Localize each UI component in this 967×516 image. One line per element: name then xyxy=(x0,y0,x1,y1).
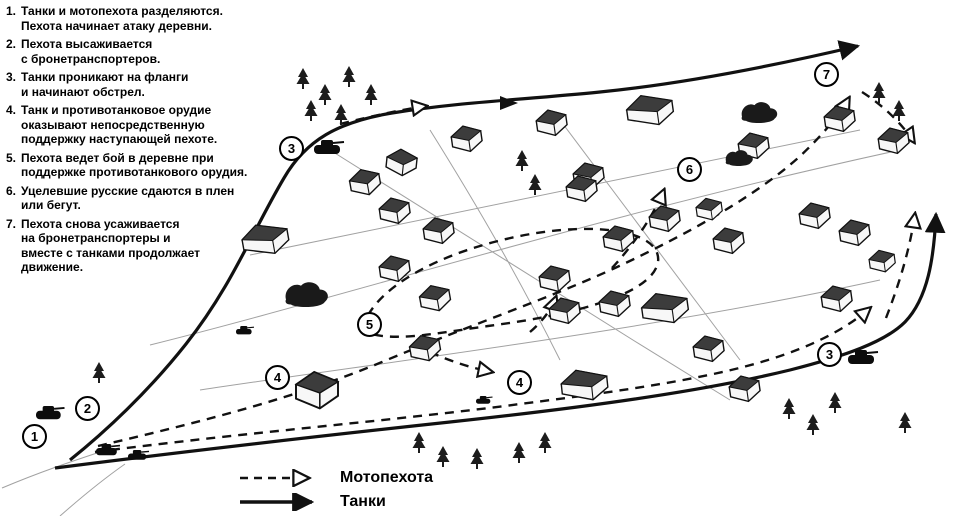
instruction-text: Танки проникают на фланги и начинают обс… xyxy=(21,70,189,99)
phase-marker-7: 7 xyxy=(814,62,839,87)
church-icon xyxy=(295,371,339,410)
house-icon xyxy=(797,200,833,232)
smoke-icon xyxy=(285,282,328,308)
instruction-item: 1. Танки и мотопехота разделяются. Пехота… xyxy=(6,4,256,33)
pine-tree-icon xyxy=(412,432,426,453)
pine-tree-icon xyxy=(364,84,378,105)
house-icon xyxy=(691,333,727,365)
pine-tree-icon xyxy=(528,174,542,195)
pine-tree-icon xyxy=(318,84,332,105)
tank-icon xyxy=(127,449,150,461)
pine-tree-icon xyxy=(512,442,526,463)
pine-tree-icon xyxy=(892,100,906,121)
barn-icon xyxy=(624,90,676,130)
pine-tree-icon xyxy=(304,100,318,121)
barn-icon xyxy=(559,366,610,404)
tank-icon xyxy=(313,139,345,155)
phase-marker-6: 6 xyxy=(677,157,702,182)
instruction-item: 3. Танки проникают на фланги и начинают о… xyxy=(6,70,256,99)
legend-tanks-label: Танки xyxy=(340,493,386,510)
pine-tree-icon xyxy=(806,414,820,435)
infantry-route-branch-b xyxy=(529,297,556,333)
pine-tree-icon xyxy=(470,448,484,469)
instruction-text: Танки и мотопехота разделяются. Пехота н… xyxy=(21,4,223,33)
apc-icon xyxy=(235,325,255,335)
house-icon xyxy=(347,166,383,199)
instruction-text: Пехота высаживается с бронетранспортеров… xyxy=(21,37,161,66)
house-icon xyxy=(837,217,873,249)
instruction-text: Пехота снова усаживается на бронетранспо… xyxy=(21,216,200,275)
phase-marker-3-right: 3 xyxy=(817,342,842,367)
house-icon xyxy=(694,195,724,223)
house-icon xyxy=(601,223,637,255)
instruction-text: Танк и противотанковое орудие оказывают … xyxy=(21,103,218,146)
dashed-arrow-icon xyxy=(240,469,330,487)
legend-motorized-row: Мотопехота xyxy=(238,466,433,490)
pine-tree-icon xyxy=(538,432,552,453)
house-icon xyxy=(377,195,413,227)
instruction-number: 3. xyxy=(6,70,17,84)
infantry-route-to-6 xyxy=(611,190,664,269)
pine-tree-icon xyxy=(296,68,310,89)
apc-icon xyxy=(475,395,494,405)
infantry-route-right-up xyxy=(884,214,915,319)
phase-marker-4-left: 4 xyxy=(265,365,290,390)
instruction-item: 6. Уцелевшие русские сдаются в плен или б… xyxy=(6,184,256,213)
house-icon xyxy=(534,107,570,139)
phase-marker-3-left: 3 xyxy=(279,136,304,161)
pine-tree-icon xyxy=(872,82,886,103)
house-icon xyxy=(819,283,855,315)
legend-tanks-row: Танки xyxy=(238,490,433,514)
instruction-list: 1. Танки и мотопехота разделяются. Пехота… xyxy=(6,4,256,279)
house-icon xyxy=(876,125,912,157)
pine-tree-icon xyxy=(436,446,450,467)
phase-marker-1: 1 xyxy=(22,424,47,449)
legend: Мотопехота Танки xyxy=(238,466,433,514)
instruction-item: 4. Танк и противотанковое орудие оказываю… xyxy=(6,103,256,147)
house-icon xyxy=(547,295,583,327)
legend-motorized-label: Мотопехота xyxy=(340,469,434,486)
house-icon xyxy=(421,215,457,247)
infantry-route-branch-a xyxy=(429,350,492,372)
tank-direction-arrow-icon xyxy=(500,96,518,110)
infantry-route-exit xyxy=(861,90,914,142)
instruction-number: 7. xyxy=(6,216,17,231)
infantry-route-loop xyxy=(360,227,660,338)
house-icon xyxy=(711,225,747,257)
house-icon xyxy=(417,282,453,315)
instruction-text: Пехота ведет бой в деревне при поддержке… xyxy=(21,150,248,180)
pine-tree-icon xyxy=(515,150,529,171)
instruction-item: 7. Пехота снова усаживается на бронетранс… xyxy=(6,217,256,275)
house-icon xyxy=(822,103,858,135)
house-icon xyxy=(537,263,573,295)
pine-tree-icon xyxy=(898,412,912,433)
pine-tree-icon xyxy=(828,392,842,413)
phase-marker-2: 2 xyxy=(75,396,100,421)
phase-marker-5: 5 xyxy=(357,312,382,337)
pine-tree-icon xyxy=(92,362,106,383)
house-icon xyxy=(384,147,419,178)
phase-marker-4-right: 4 xyxy=(507,370,532,395)
barn-icon xyxy=(639,288,691,328)
instruction-number: 6. xyxy=(6,183,17,198)
tank-route-bottom xyxy=(54,211,946,470)
smoke-icon xyxy=(741,102,778,124)
tank-routes xyxy=(54,40,946,470)
instruction-number: 2. xyxy=(6,37,17,51)
village-houses xyxy=(239,90,912,410)
tank-icon xyxy=(35,405,66,421)
solid-arrow-icon xyxy=(240,493,315,511)
instruction-number: 1. xyxy=(6,4,17,18)
tank-route-top xyxy=(69,40,861,462)
house-icon xyxy=(449,123,485,155)
house-icon xyxy=(867,247,897,275)
instruction-item: 2. Пехота высаживается с бронетранспортер… xyxy=(6,37,256,66)
house-icon xyxy=(647,203,683,235)
instruction-text: Уцелевшие русские сдаются в плен или бег… xyxy=(21,183,235,213)
pine-tree-icon xyxy=(342,66,356,87)
instruction-item: 5. Пехота ведет бой в деревне при поддерж… xyxy=(6,151,256,180)
instruction-number: 5. xyxy=(6,150,17,165)
instruction-number: 4. xyxy=(6,103,17,117)
pine-tree-icon xyxy=(782,398,796,419)
